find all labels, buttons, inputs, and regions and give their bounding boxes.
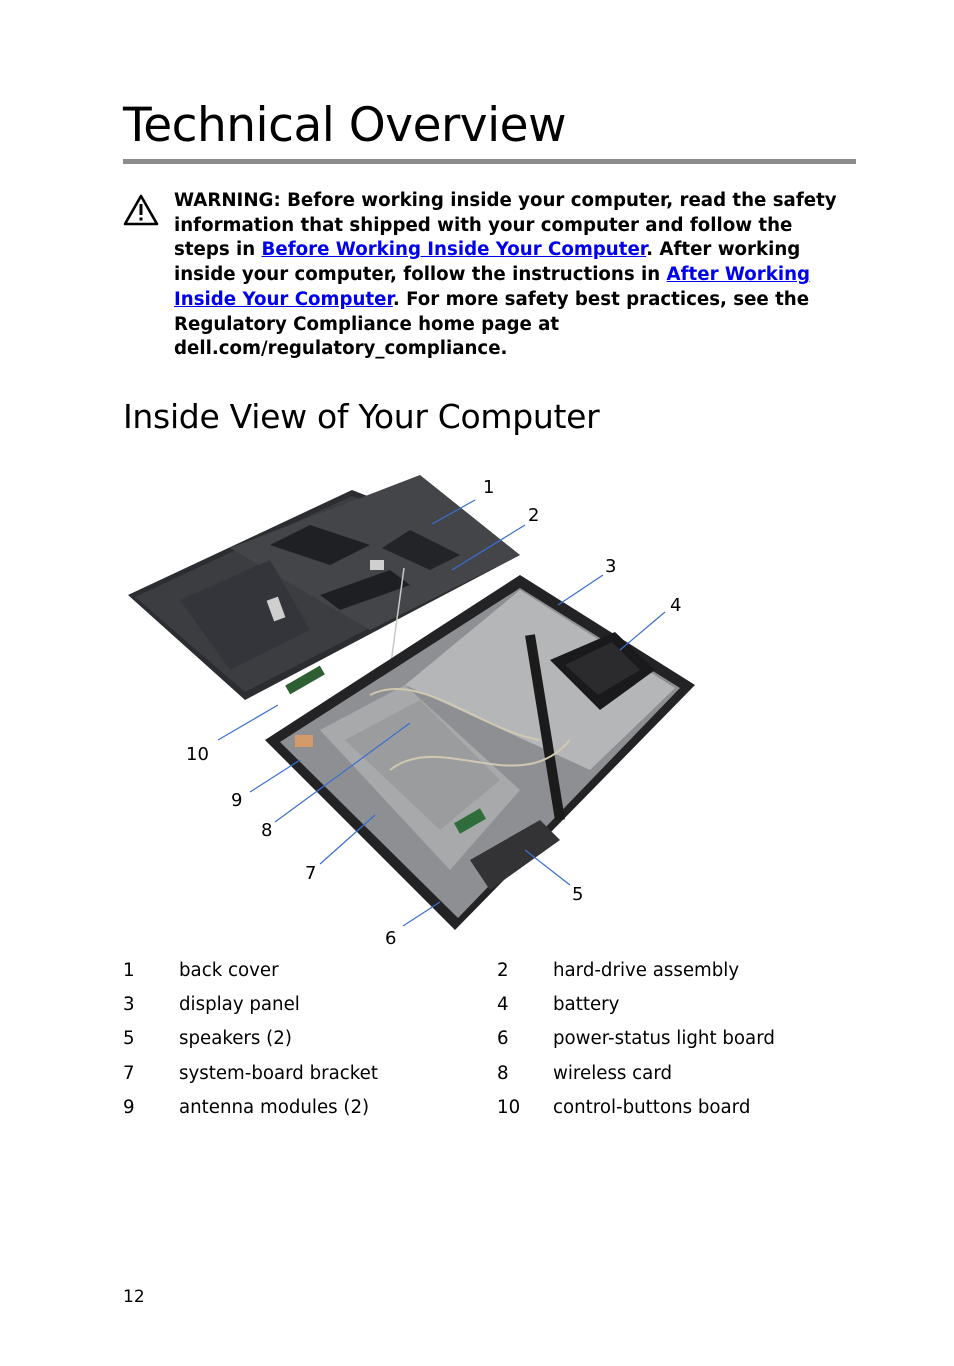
callout-9: 9 bbox=[231, 790, 242, 811]
legend-label: speakers (2) bbox=[179, 1028, 292, 1050]
legend-label: display panel bbox=[179, 994, 300, 1016]
legend-table: 1 back cover 2 hard-drive assembly 3 dis… bbox=[123, 960, 843, 1131]
legend-label: control-buttons board bbox=[553, 1096, 751, 1118]
warning-icon bbox=[123, 194, 159, 226]
legend-number: 5 bbox=[123, 1028, 135, 1050]
callout-2: 2 bbox=[528, 505, 539, 526]
warning-text-part: . For more safety best practices, see th… bbox=[174, 288, 810, 360]
callout-6: 6 bbox=[385, 928, 396, 949]
legend-number: 3 bbox=[123, 994, 135, 1016]
inside-view-figure: 1 2 3 4 5 6 7 8 9 10 bbox=[128, 475, 695, 949]
table-row: 1 back cover 2 hard-drive assembly bbox=[123, 960, 843, 994]
warning-text: WARNING: Before working inside your comp… bbox=[174, 189, 854, 362]
legend-label: wireless card bbox=[553, 1062, 673, 1084]
legend-label: system-board bracket bbox=[179, 1062, 378, 1084]
table-row: 3 display panel 4 battery bbox=[123, 994, 843, 1028]
legend-number: 2 bbox=[497, 960, 509, 981]
callout-7: 7 bbox=[305, 863, 316, 884]
display-chassis-illustration bbox=[265, 575, 695, 930]
before-working-link[interactable]: Before Working Inside Your Computer bbox=[261, 239, 647, 261]
legend-label: power-status light board bbox=[553, 1028, 775, 1050]
legend-number: 10 bbox=[497, 1096, 521, 1118]
legend-label: back cover bbox=[179, 960, 279, 981]
legend-number: 1 bbox=[123, 960, 135, 981]
callout-4: 4 bbox=[670, 595, 681, 616]
legend-number: 9 bbox=[123, 1096, 135, 1118]
legend-number: 4 bbox=[497, 994, 509, 1016]
callout-8: 8 bbox=[261, 820, 272, 841]
legend-number: 6 bbox=[497, 1028, 509, 1050]
legend-label: battery bbox=[553, 994, 620, 1016]
page-number: 12 bbox=[123, 1287, 145, 1307]
legend-number: 7 bbox=[123, 1062, 135, 1084]
table-row: 9 antenna modules (2) 10 control-buttons… bbox=[123, 1097, 843, 1131]
warning-text-part: . After working inside your computer, fo… bbox=[174, 239, 801, 286]
callout-5: 5 bbox=[572, 884, 583, 905]
page-title: Technical Overview bbox=[123, 98, 567, 153]
callout-leaders bbox=[217, 499, 666, 927]
legend-number: 8 bbox=[497, 1062, 509, 1084]
callout-1: 1 bbox=[483, 477, 494, 498]
table-row: 5 speakers (2) 6 power-status light boar… bbox=[123, 1028, 843, 1062]
legend-label: hard-drive assembly bbox=[553, 960, 740, 981]
callout-3: 3 bbox=[605, 556, 616, 577]
legend-label: antenna modules (2) bbox=[179, 1096, 370, 1118]
warning-text-part: WARNING: Before working inside your comp… bbox=[174, 190, 837, 261]
back-cover-illustration bbox=[128, 475, 520, 700]
title-rule bbox=[123, 159, 856, 164]
after-working-link[interactable]: After Working Inside Your Computer bbox=[174, 264, 811, 310]
callout-10: 10 bbox=[186, 744, 209, 765]
section-heading: Inside View of Your Computer bbox=[123, 397, 600, 436]
table-row: 7 system-board bracket 8 wireless card bbox=[123, 1063, 843, 1097]
